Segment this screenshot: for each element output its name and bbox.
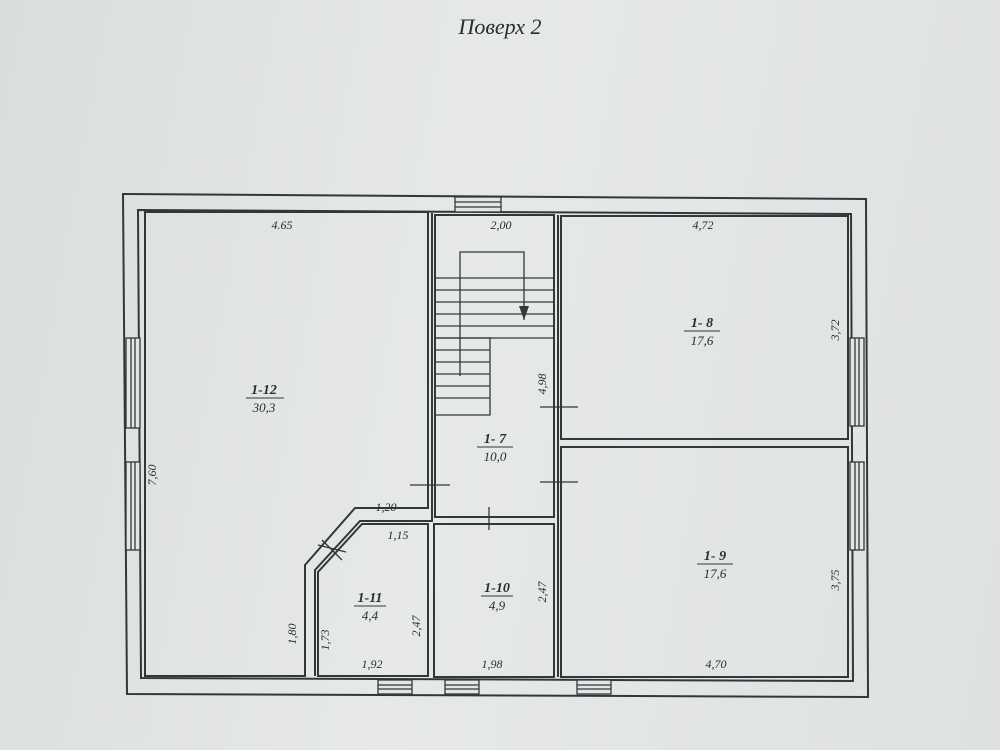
window-top <box>454 196 502 213</box>
room-1-7-outline <box>434 214 555 518</box>
dim-room-1-11-left-outer: 1,80 <box>285 624 299 645</box>
room-id-1-12: 1-12 <box>251 383 277 398</box>
room-area-1-8: 17,6 <box>691 333 714 348</box>
room-id-1-9: 1- 9 <box>704 549 726 564</box>
dim-room-1-11-left-inner: 1,73 <box>318 630 332 651</box>
room-area-1-9: 17,6 <box>704 566 727 581</box>
dim-room-1-10-right: 2,47 <box>535 581 549 603</box>
room-1-10-outline <box>433 523 555 678</box>
room-id-1-10: 1-10 <box>484 581 510 596</box>
dim-room-1-12-height: 7,60 <box>145 465 159 486</box>
room-1-12-outline <box>144 211 429 677</box>
room-id-1-7: 1- 7 <box>484 432 507 447</box>
dim-corridor-bottom: 1,15 <box>388 528 409 542</box>
dim-room-1-12-width: 4.65 <box>272 218 293 232</box>
door-marks <box>317 406 578 561</box>
window-right-lower <box>849 461 865 551</box>
dim-room-1-10-bottom: 1,98 <box>482 657 503 671</box>
dim-room-1-11-right: 2,47 <box>409 615 423 637</box>
window-bottom-1 <box>377 679 413 695</box>
window-bottom-2 <box>444 679 480 695</box>
window-bottom-3 <box>576 679 612 695</box>
dim-corridor-top: 1,20 <box>376 500 397 514</box>
window-left-lower <box>125 461 141 551</box>
room-id-1-8: 1- 8 <box>691 316 713 331</box>
room-area-1-7: 10,0 <box>484 449 507 464</box>
page-title: Поверх 2 <box>458 14 542 39</box>
dim-room-1-8-height: 3,72 <box>828 320 842 342</box>
dim-room-1-8-width: 4,72 <box>693 218 714 232</box>
room-id-1-11: 1-11 <box>358 591 383 606</box>
room-1-9-outline <box>560 446 849 678</box>
dim-stair-width: 2,00 <box>491 218 512 232</box>
partition-1-12-right <box>314 213 433 676</box>
dim-room-1-9-height: 3,75 <box>828 570 842 592</box>
room-area-1-10: 4,9 <box>489 598 506 613</box>
room-area-1-11: 4,4 <box>362 608 379 623</box>
dim-room-1-11-bottom: 1,92 <box>362 657 383 671</box>
window-right-upper <box>849 337 865 427</box>
window-left-upper <box>125 337 141 429</box>
room-1-11-outline <box>317 523 429 677</box>
room-1-8-outline <box>560 215 849 440</box>
dim-room-1-7-height: 4,98 <box>535 374 549 395</box>
staircase <box>435 251 554 416</box>
room-area-1-12: 30,3 <box>252 400 276 415</box>
dim-room-1-9-width: 4,70 <box>706 657 727 671</box>
